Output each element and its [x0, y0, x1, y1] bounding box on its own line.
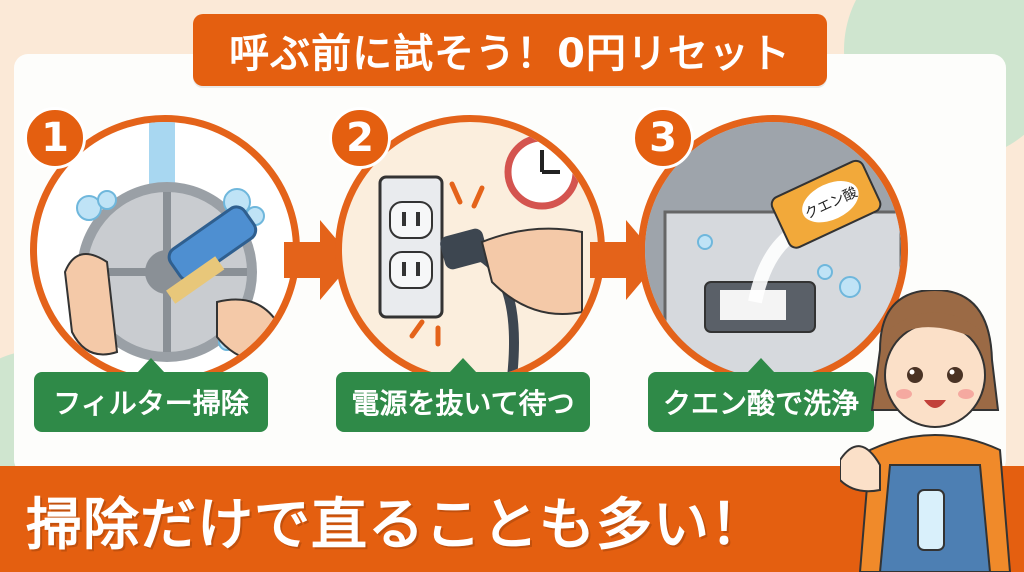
step-2: 2 — [329, 107, 605, 385]
citric-acid-pour-icon: クエン酸 — [645, 122, 901, 378]
step-1-label: フィルター掃除 — [34, 358, 268, 432]
step-1: 1 — [24, 107, 300, 385]
footer-message: 掃除だけで直ることも多い！ — [26, 492, 767, 558]
step-number-badge: 2 — [329, 107, 391, 169]
step-2-label: 電源を抜いて待つ — [336, 358, 590, 432]
step-number-badge: 1 — [24, 107, 86, 169]
step-3: クエン酸 3 — [632, 107, 908, 385]
page-title: 呼ぶ前に試そう！0円リセット — [193, 14, 827, 86]
step-3-label: クエン酸で洗浄 — [648, 358, 874, 432]
mascot-girl-illustration — [840, 290, 1012, 572]
unplug-outlet-icon — [378, 134, 583, 378]
step-3-illustration: クエン酸 — [638, 115, 908, 385]
step-number-badge: 3 — [632, 107, 694, 169]
filter-washing-icon — [63, 122, 279, 364]
